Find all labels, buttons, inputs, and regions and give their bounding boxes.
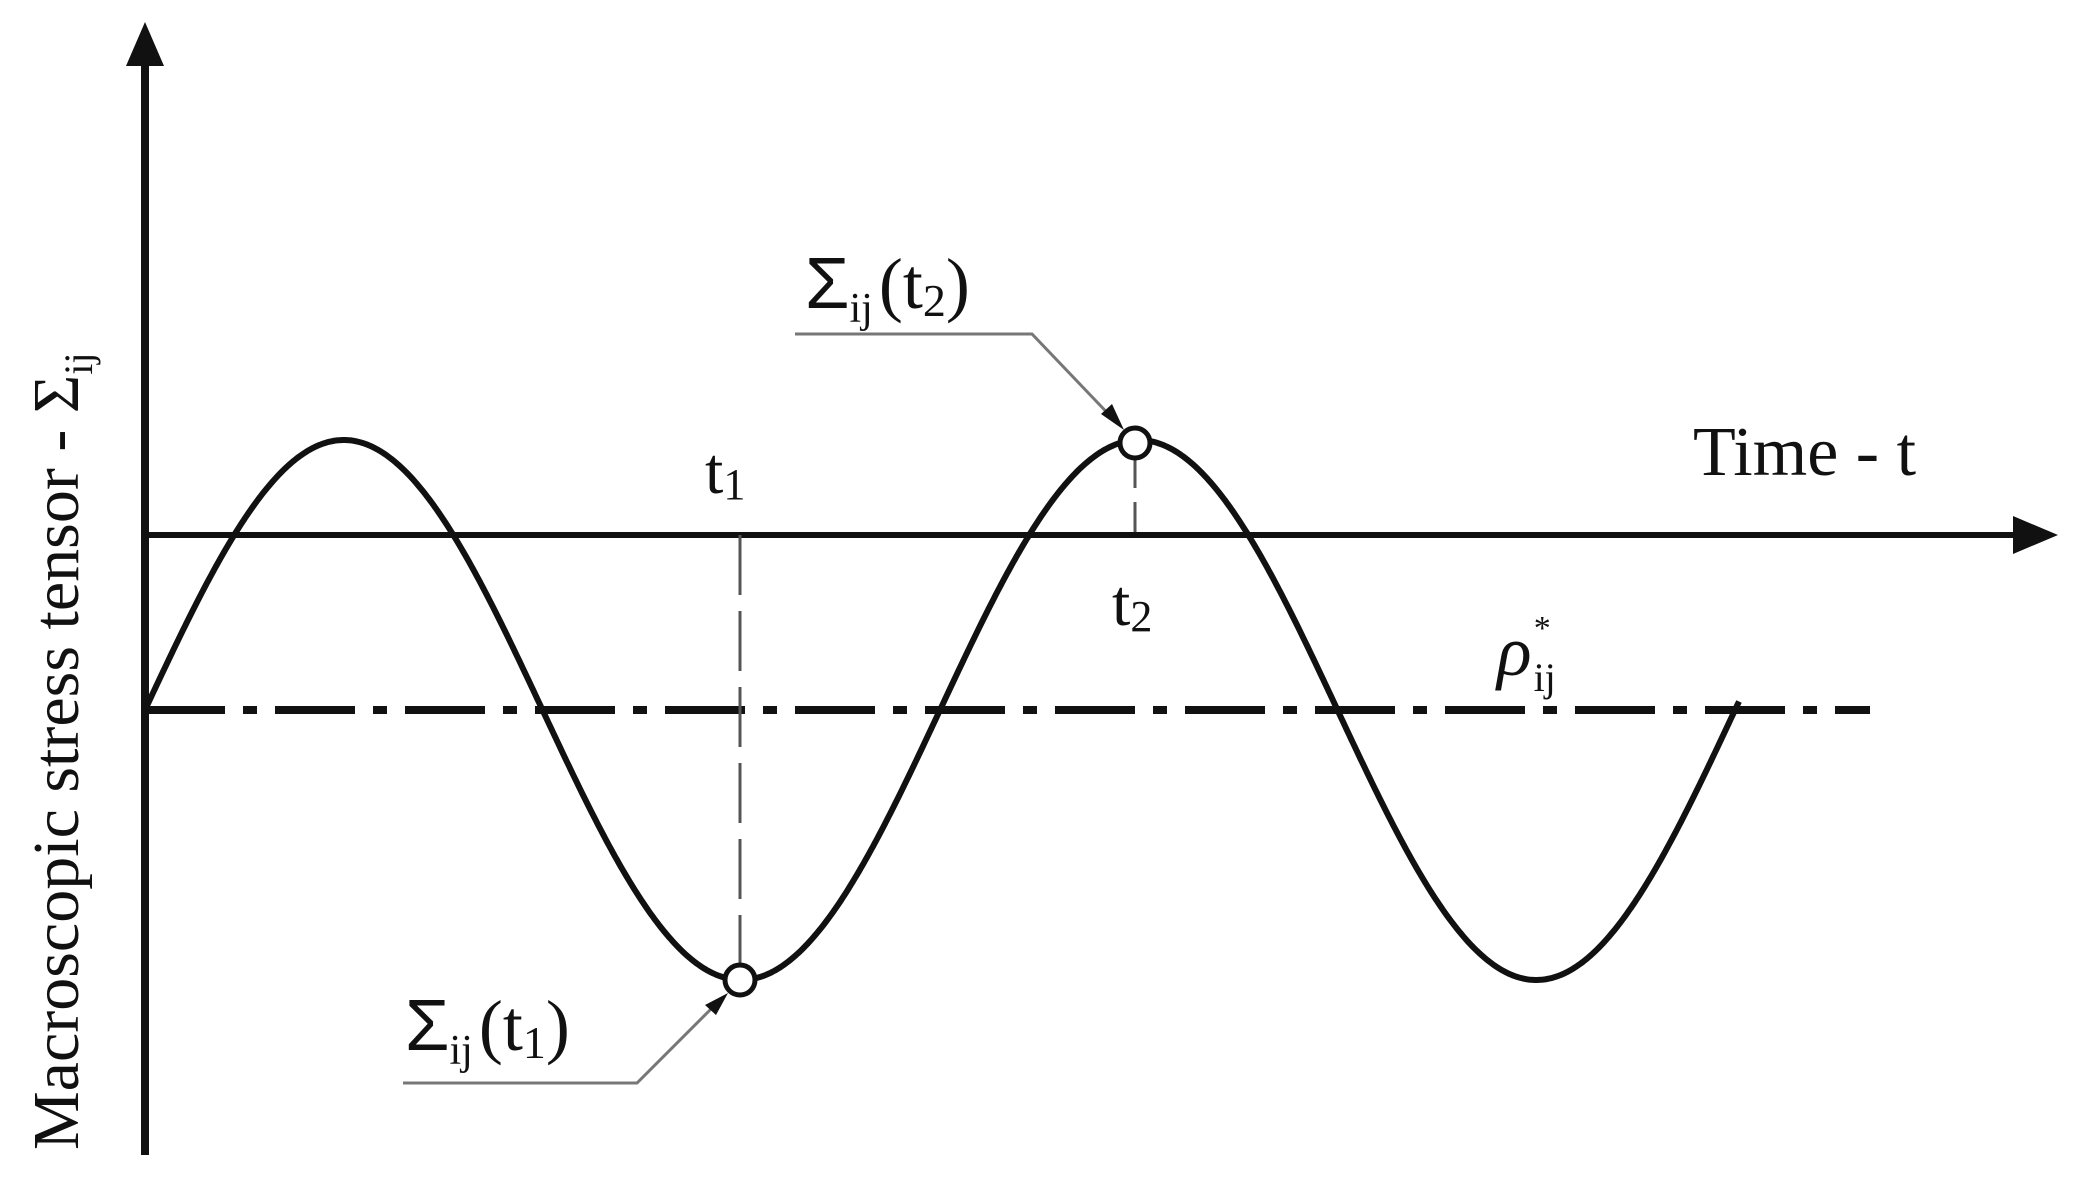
point-sigma-t2 (1117, 425, 1153, 461)
y-axis (126, 22, 164, 1155)
callout-sigma-t2: Σij(t2) (805, 244, 970, 332)
x-axis (145, 516, 2058, 554)
callout-sigma-t1: Σij(t1) (405, 986, 570, 1074)
t1-label: t1 (705, 435, 745, 509)
leader-arrow-icon (1101, 404, 1124, 430)
y-axis-arrow-icon (126, 22, 164, 66)
stress-curve (142, 437, 1742, 983)
leader-sigma-t2 (795, 332, 1124, 430)
point-sigma-t1 (722, 962, 758, 998)
leader-sigma-t1 (403, 993, 728, 1085)
x-axis-arrow-icon (2013, 516, 2058, 554)
leader-arrow-icon (705, 993, 728, 1015)
mean-stress-label: ρij* (1495, 610, 1556, 700)
x-axis-label: Time - t (1693, 414, 1917, 491)
y-axis-label: Macroscopic stress tensor - Σij (20, 353, 101, 1150)
t2-label: t2 (1112, 567, 1152, 641)
